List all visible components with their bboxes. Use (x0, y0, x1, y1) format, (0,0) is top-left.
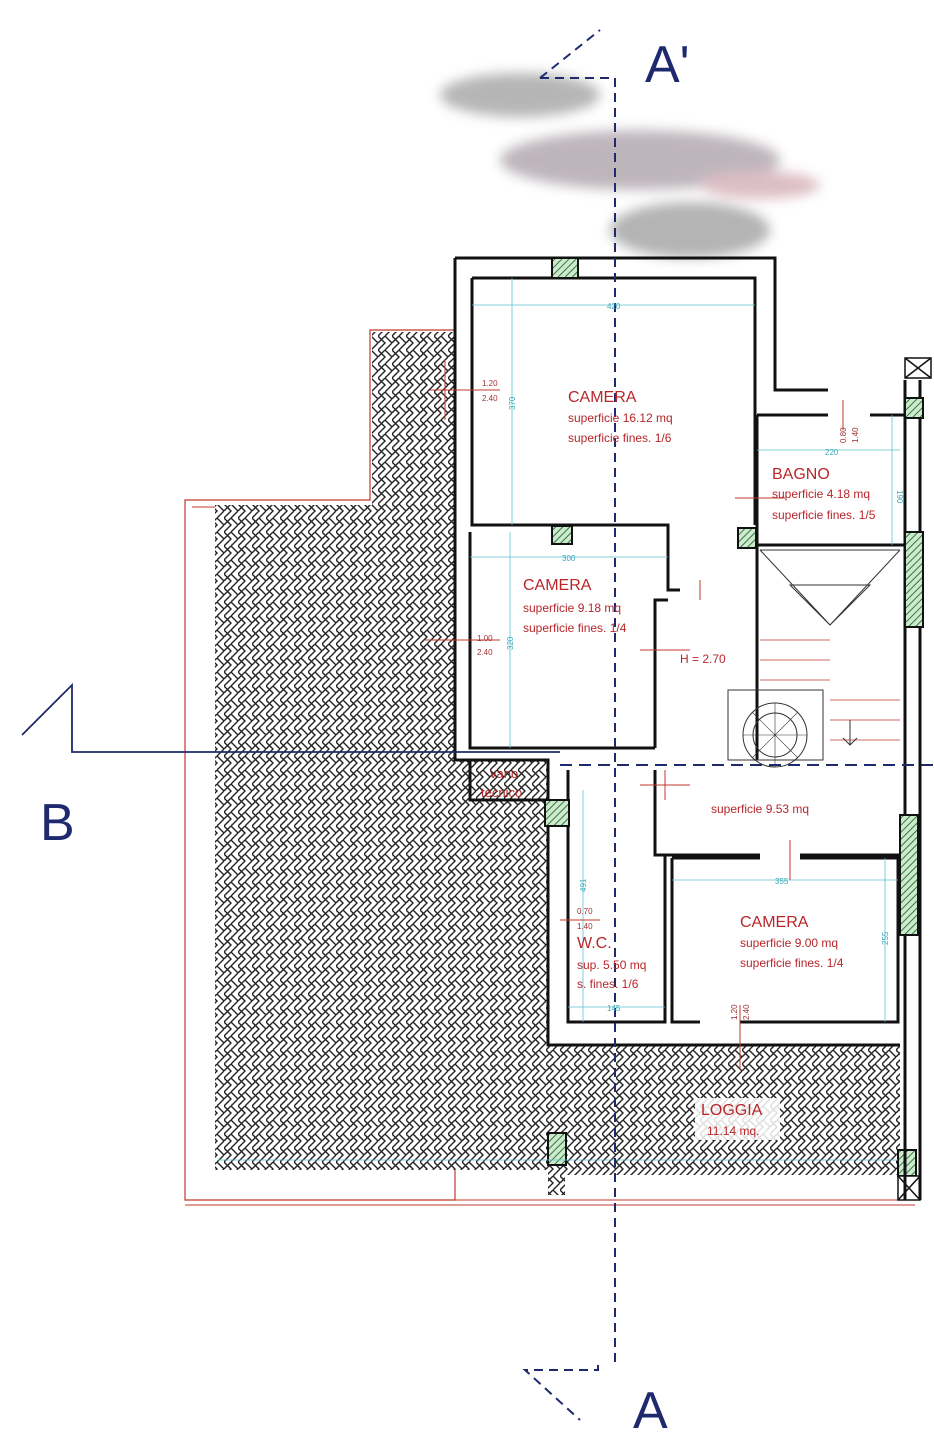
svg-text:superficie 9.18 mq: superficie 9.18 mq (523, 601, 621, 615)
dimension-lines (218, 278, 900, 1161)
svg-text:0.70: 0.70 (577, 907, 593, 916)
svg-text:11.14 mq.: 11.14 mq. (707, 1124, 759, 1138)
section-marker-a-bottom: A (633, 1382, 668, 1440)
svg-text:sup. 5.50 mq: sup. 5.50 mq (577, 958, 646, 972)
svg-text:190: 190 (895, 490, 904, 504)
svg-text:superficie fines. 1/4: superficie fines. 1/4 (523, 621, 627, 635)
svg-text:355: 355 (775, 877, 789, 886)
loggia: LOGGIA 11.14 mq. (695, 1098, 780, 1140)
svg-text:220: 220 (825, 448, 839, 457)
svg-text:1.20: 1.20 (730, 1004, 739, 1020)
stairs (727, 549, 901, 768)
column (547, 1132, 567, 1166)
svg-text:420: 420 (607, 302, 621, 311)
svg-text:1.40: 1.40 (577, 922, 593, 931)
section-lines (21, 29, 934, 1421)
svg-text:LOGGIA: LOGGIA (701, 1102, 763, 1119)
room-window-ratio: superficie fines. 1/6 (568, 431, 672, 445)
svg-text:superficie 9.00 mq: superficie 9.00 mq (740, 936, 838, 950)
svg-text:superficie fines. 1/5: superficie fines. 1/5 (772, 508, 876, 522)
svg-text:superficie fines. 1/4: superficie fines. 1/4 (740, 956, 844, 970)
ceiling-height: H = 2.70 (680, 652, 726, 666)
svg-text:0.80: 0.80 (839, 427, 848, 443)
section-marker-a-top: A' (645, 36, 690, 94)
svg-text:2.40: 2.40 (482, 394, 498, 403)
room-wc: W.C. sup. 5.50 mq s. fines. 1/6 145 491 … (577, 878, 646, 1013)
room-camera-2: CAMERA superficie 9.18 mq superficie fin… (477, 554, 627, 657)
room-camera-1: CAMERA superficie 16.12 mq superficie fi… (482, 302, 673, 445)
svg-text:tecnico: tecnico (481, 785, 522, 800)
svg-text:1.20: 1.20 (482, 379, 498, 388)
room-name: CAMERA (568, 389, 637, 406)
svg-text:1.00: 1.00 (477, 634, 493, 643)
svg-text:superficie 4.18 mq: superficie 4.18 mq (772, 487, 870, 501)
svg-text:1.40: 1.40 (851, 427, 860, 443)
svg-text:255: 255 (881, 931, 890, 945)
scan-smudge (440, 73, 820, 258)
section-marker-b: B (40, 794, 75, 852)
svg-text:BAGNO: BAGNO (772, 466, 830, 483)
walls (453, 256, 932, 1200)
svg-text:CAMERA: CAMERA (523, 577, 592, 594)
room-corridor: H = 2.70 superficie 9.53 mq (680, 652, 809, 816)
room-area: superficie 16.12 mq (568, 411, 673, 425)
room-vano-tecnico: vano tecnico (481, 766, 522, 800)
svg-text:2.40: 2.40 (742, 1004, 751, 1020)
svg-text:370: 370 (508, 396, 517, 410)
svg-text:s. fines. 1/6: s. fines. 1/6 (577, 977, 639, 991)
svg-text:491: 491 (579, 878, 588, 892)
svg-text:vano: vano (490, 766, 518, 781)
room-bagno: BAGNO superficie 4.18 mq superficie fine… (772, 427, 904, 522)
svg-text:2.40: 2.40 (477, 648, 493, 657)
svg-text:145: 145 (607, 1004, 621, 1013)
terrace (184, 329, 921, 1206)
column (897, 1149, 917, 1177)
room-area: superficie 9.53 mq (711, 802, 809, 816)
svg-text:320: 320 (506, 636, 515, 650)
svg-text:CAMERA: CAMERA (740, 914, 809, 931)
svg-text:W.C.: W.C. (577, 935, 612, 952)
room-camera-3: CAMERA superficie 9.00 mq superficie fin… (730, 877, 890, 1020)
svg-text:300: 300 (562, 554, 576, 563)
